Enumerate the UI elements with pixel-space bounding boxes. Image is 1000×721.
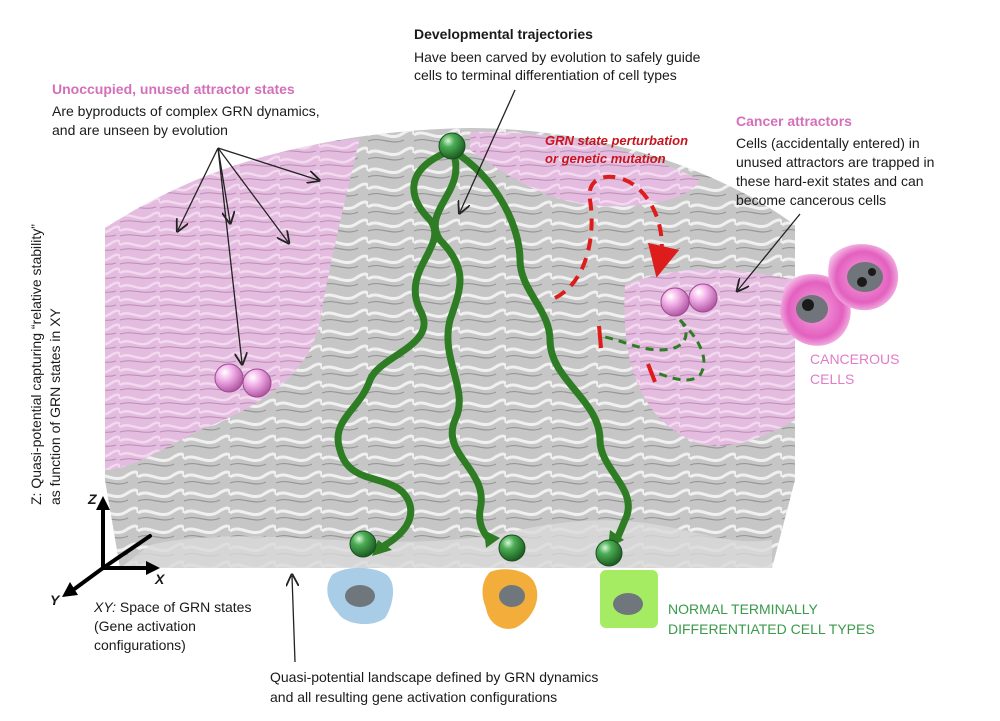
cancer-attractors-desc-3: these hard-exit states and can [736,173,924,189]
trajectory-left [334,146,456,552]
unused-attractor-desc-1: Are byproducts of complex GRN dynamics, [52,103,320,119]
landscape-caption-1: Quasi-potential landscape defined by GRN… [270,669,599,685]
green-ball-terminal-3 [595,539,623,567]
cancer-attractors-desc-4: become cancerous cells [736,192,887,208]
axis-label-z: Z [88,491,97,507]
pink-balls-cancer-attractor [660,283,718,317]
cancer-attractors-desc-2: unused attractors are trapped in [736,154,935,170]
unused-attractor-region-left [105,138,360,470]
xy-space-prefix: XY: [94,599,117,615]
developmental-trajectories-desc-1: Have been carved by evolution to safely … [414,49,701,65]
xy-space-line-3: configurations) [94,637,186,653]
unused-attractor-region-top [470,131,700,207]
normal-cell-blue [327,567,394,625]
developmental-trajectories [334,146,632,556]
xy-space-line-2: (Gene activation [94,618,196,634]
cancerous-cells-label-2: CELLS [810,371,855,387]
cancer-attractors-desc-1: Cells (accidentally entered) in [736,135,920,151]
trajectory-right [448,146,632,546]
green-ball-terminal-2 [498,534,526,562]
trajectory-middle [431,146,494,544]
block-bar-1 [597,325,603,349]
pointer-lines [178,89,801,663]
developmental-trajectories-title: Developmental trajectories [414,26,593,42]
normal-cells-label-1: NORMAL TERMINALLY [668,601,818,617]
xy-space-line-1: Space of GRN states [116,599,252,615]
unused-attractor-desc-2: and are unseen by evolution [52,122,228,138]
normal-cells-label-2: DIFFERENTIATED CELL TYPES [668,621,875,637]
green-ball-terminal-1 [349,530,377,558]
developmental-trajectories-desc-2: cells to terminal differentiation of cel… [414,67,677,83]
blocked-escape-arrows [597,318,706,383]
cancer-cell-1 [780,274,851,346]
green-ball-start [438,132,466,160]
block-bar-2 [646,363,657,383]
perturbation-label-1: GRN state perturbation [545,133,689,148]
cancerous-cells-label-1: CANCEROUS [810,351,900,367]
z-axis-description-2: as function of GRN states in XY [47,308,63,505]
pink-balls-unused-attractor [214,363,272,398]
cancer-attractors-title: Cancer attractors [736,113,852,129]
xy-space-label: XY: Space of GRN states [94,598,251,616]
z-axis-description-1: Z: Quasi-potential capturing “relative s… [28,224,44,505]
normal-cell-green [600,570,658,628]
axis-glyph [62,496,160,597]
axis-label-x: X [155,571,165,587]
axis-label-y: Y [50,592,60,608]
normal-cell-orange [482,569,538,629]
perturbation-label-2: or genetic mutation [545,151,666,166]
unused-attractor-title: Unoccupied, unused attractor states [52,81,295,97]
cancer-cell-2 [828,244,899,311]
landscape-caption-2: and all resulting gene activation config… [270,689,558,705]
